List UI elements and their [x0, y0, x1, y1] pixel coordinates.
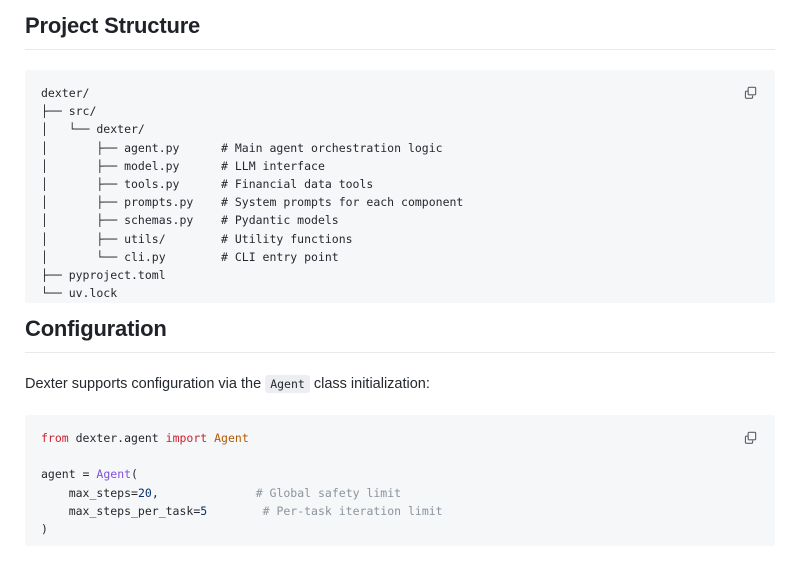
description-text-after: class initialization:	[313, 376, 430, 392]
copy-icon-glyph	[744, 86, 756, 99]
code-block-project-structure: dexter/ ├── src/ │ └── dexter/ │ ├── age…	[25, 70, 775, 303]
configuration-description: Dexter supports configuration via the Ag…	[25, 353, 775, 395]
code-block-configuration: from dexter.agent import Agent agent = A…	[25, 415, 775, 546]
copy-icon[interactable]	[739, 426, 761, 448]
project-structure-tree: dexter/ ├── src/ │ └── dexter/ │ ├── age…	[41, 86, 464, 301]
page-title-configuration: Configuration	[25, 316, 167, 341]
inline-code-agent: Agent	[265, 375, 310, 393]
heading-divider	[25, 49, 775, 50]
page-title-project-structure: Project Structure	[25, 13, 201, 38]
heading-divider	[25, 352, 775, 353]
copy-icon-glyph	[744, 431, 756, 444]
copy-icon[interactable]	[739, 81, 761, 103]
python-config-snippet: from dexter.agent import Agent agent = A…	[41, 431, 443, 537]
document-page: Project Structure dexter/ ├── src/ │ └──…	[25, 13, 775, 546]
description-text-before: Dexter supports configuration via the	[25, 376, 262, 392]
